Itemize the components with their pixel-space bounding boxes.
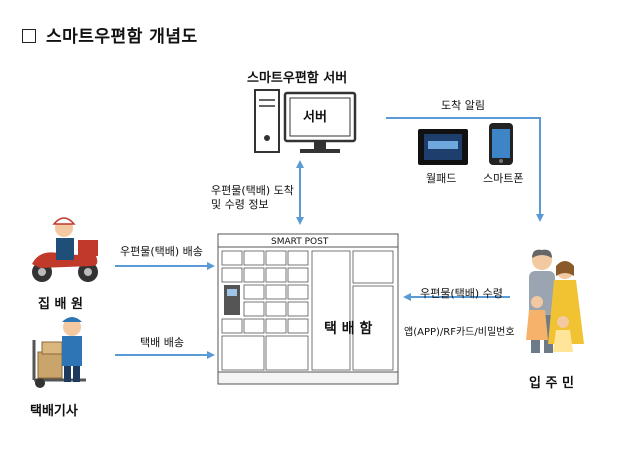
- arrival-alert-label: 도착 알림: [441, 99, 485, 112]
- courier-handtruck-icon: [32, 317, 86, 388]
- smartphone-label: 스마트폰: [483, 172, 524, 185]
- page-title: 스마트우편함 개념도: [22, 22, 198, 47]
- mail-arrival-label-2: 및 수령 정보: [211, 198, 269, 211]
- resident-family-icon: [526, 249, 584, 353]
- postman-scooter-icon: [32, 217, 98, 282]
- smartphone-icon: [489, 123, 513, 165]
- mail-arrival-label-1: 우편물(택배) 도착: [211, 184, 294, 197]
- locker-header: SMART POST: [271, 237, 329, 247]
- resident-label: 입 주 민: [529, 376, 574, 391]
- parcel-delivery-label: 택배 배송: [140, 336, 184, 349]
- smart-post-locker: [217, 233, 399, 385]
- mail-delivery-label: 우편물(택배) 배송: [120, 245, 203, 258]
- wallpad-label: 월패드: [426, 172, 457, 185]
- mail-receive-label: 우편물(택배) 수령: [420, 287, 503, 300]
- courier-label: 택배기사: [30, 404, 78, 419]
- server-title: 스마트우편함 서버: [247, 71, 348, 86]
- locker-cells: [221, 250, 394, 371]
- postman-label: 집 배 원: [38, 297, 83, 312]
- title-text: 스마트우편함 개념도: [46, 27, 198, 47]
- checkbox-square-icon: [22, 29, 36, 43]
- wallpad-icon: [418, 129, 468, 165]
- auth-methods-label: 앱(APP)/RF카드/비밀번호: [404, 327, 515, 338]
- locker-name: 택 배 함: [324, 321, 373, 337]
- monitor-text: 서버: [303, 110, 327, 125]
- arrival-alert-arrow: [386, 117, 544, 222]
- server-computer-icon: [254, 89, 357, 153]
